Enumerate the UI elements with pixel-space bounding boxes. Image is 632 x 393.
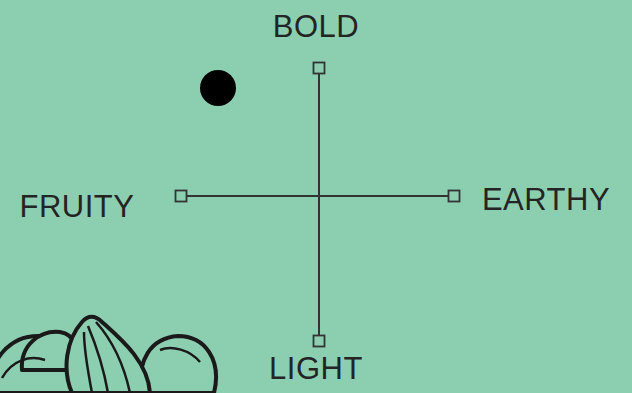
axis-label: BOLD	[273, 11, 359, 42]
position-dot	[200, 70, 236, 106]
axis-end-marker	[449, 191, 460, 202]
hazelnut-ridge	[84, 332, 92, 393]
hazelnut-shape	[140, 336, 216, 393]
hazelnut-ridge	[96, 322, 130, 393]
hazelnut-shape	[67, 317, 150, 393]
axis-end-markers	[176, 63, 460, 347]
axis-end-marker	[176, 191, 187, 202]
horizontal-axis	[186, 195, 449, 197]
axis-label: FRUITY	[20, 191, 135, 222]
axis-end-marker	[314, 63, 325, 74]
hazelnut-ridge	[160, 348, 200, 362]
vertical-axis	[318, 73, 320, 336]
axis-label: LIGHT	[269, 353, 363, 384]
hazelnut-ridge	[2, 358, 45, 378]
axes	[186, 73, 449, 336]
axis-label: EARTHY	[482, 184, 610, 215]
axis-end-marker	[314, 336, 325, 347]
hazelnut-illustration	[0, 317, 216, 393]
